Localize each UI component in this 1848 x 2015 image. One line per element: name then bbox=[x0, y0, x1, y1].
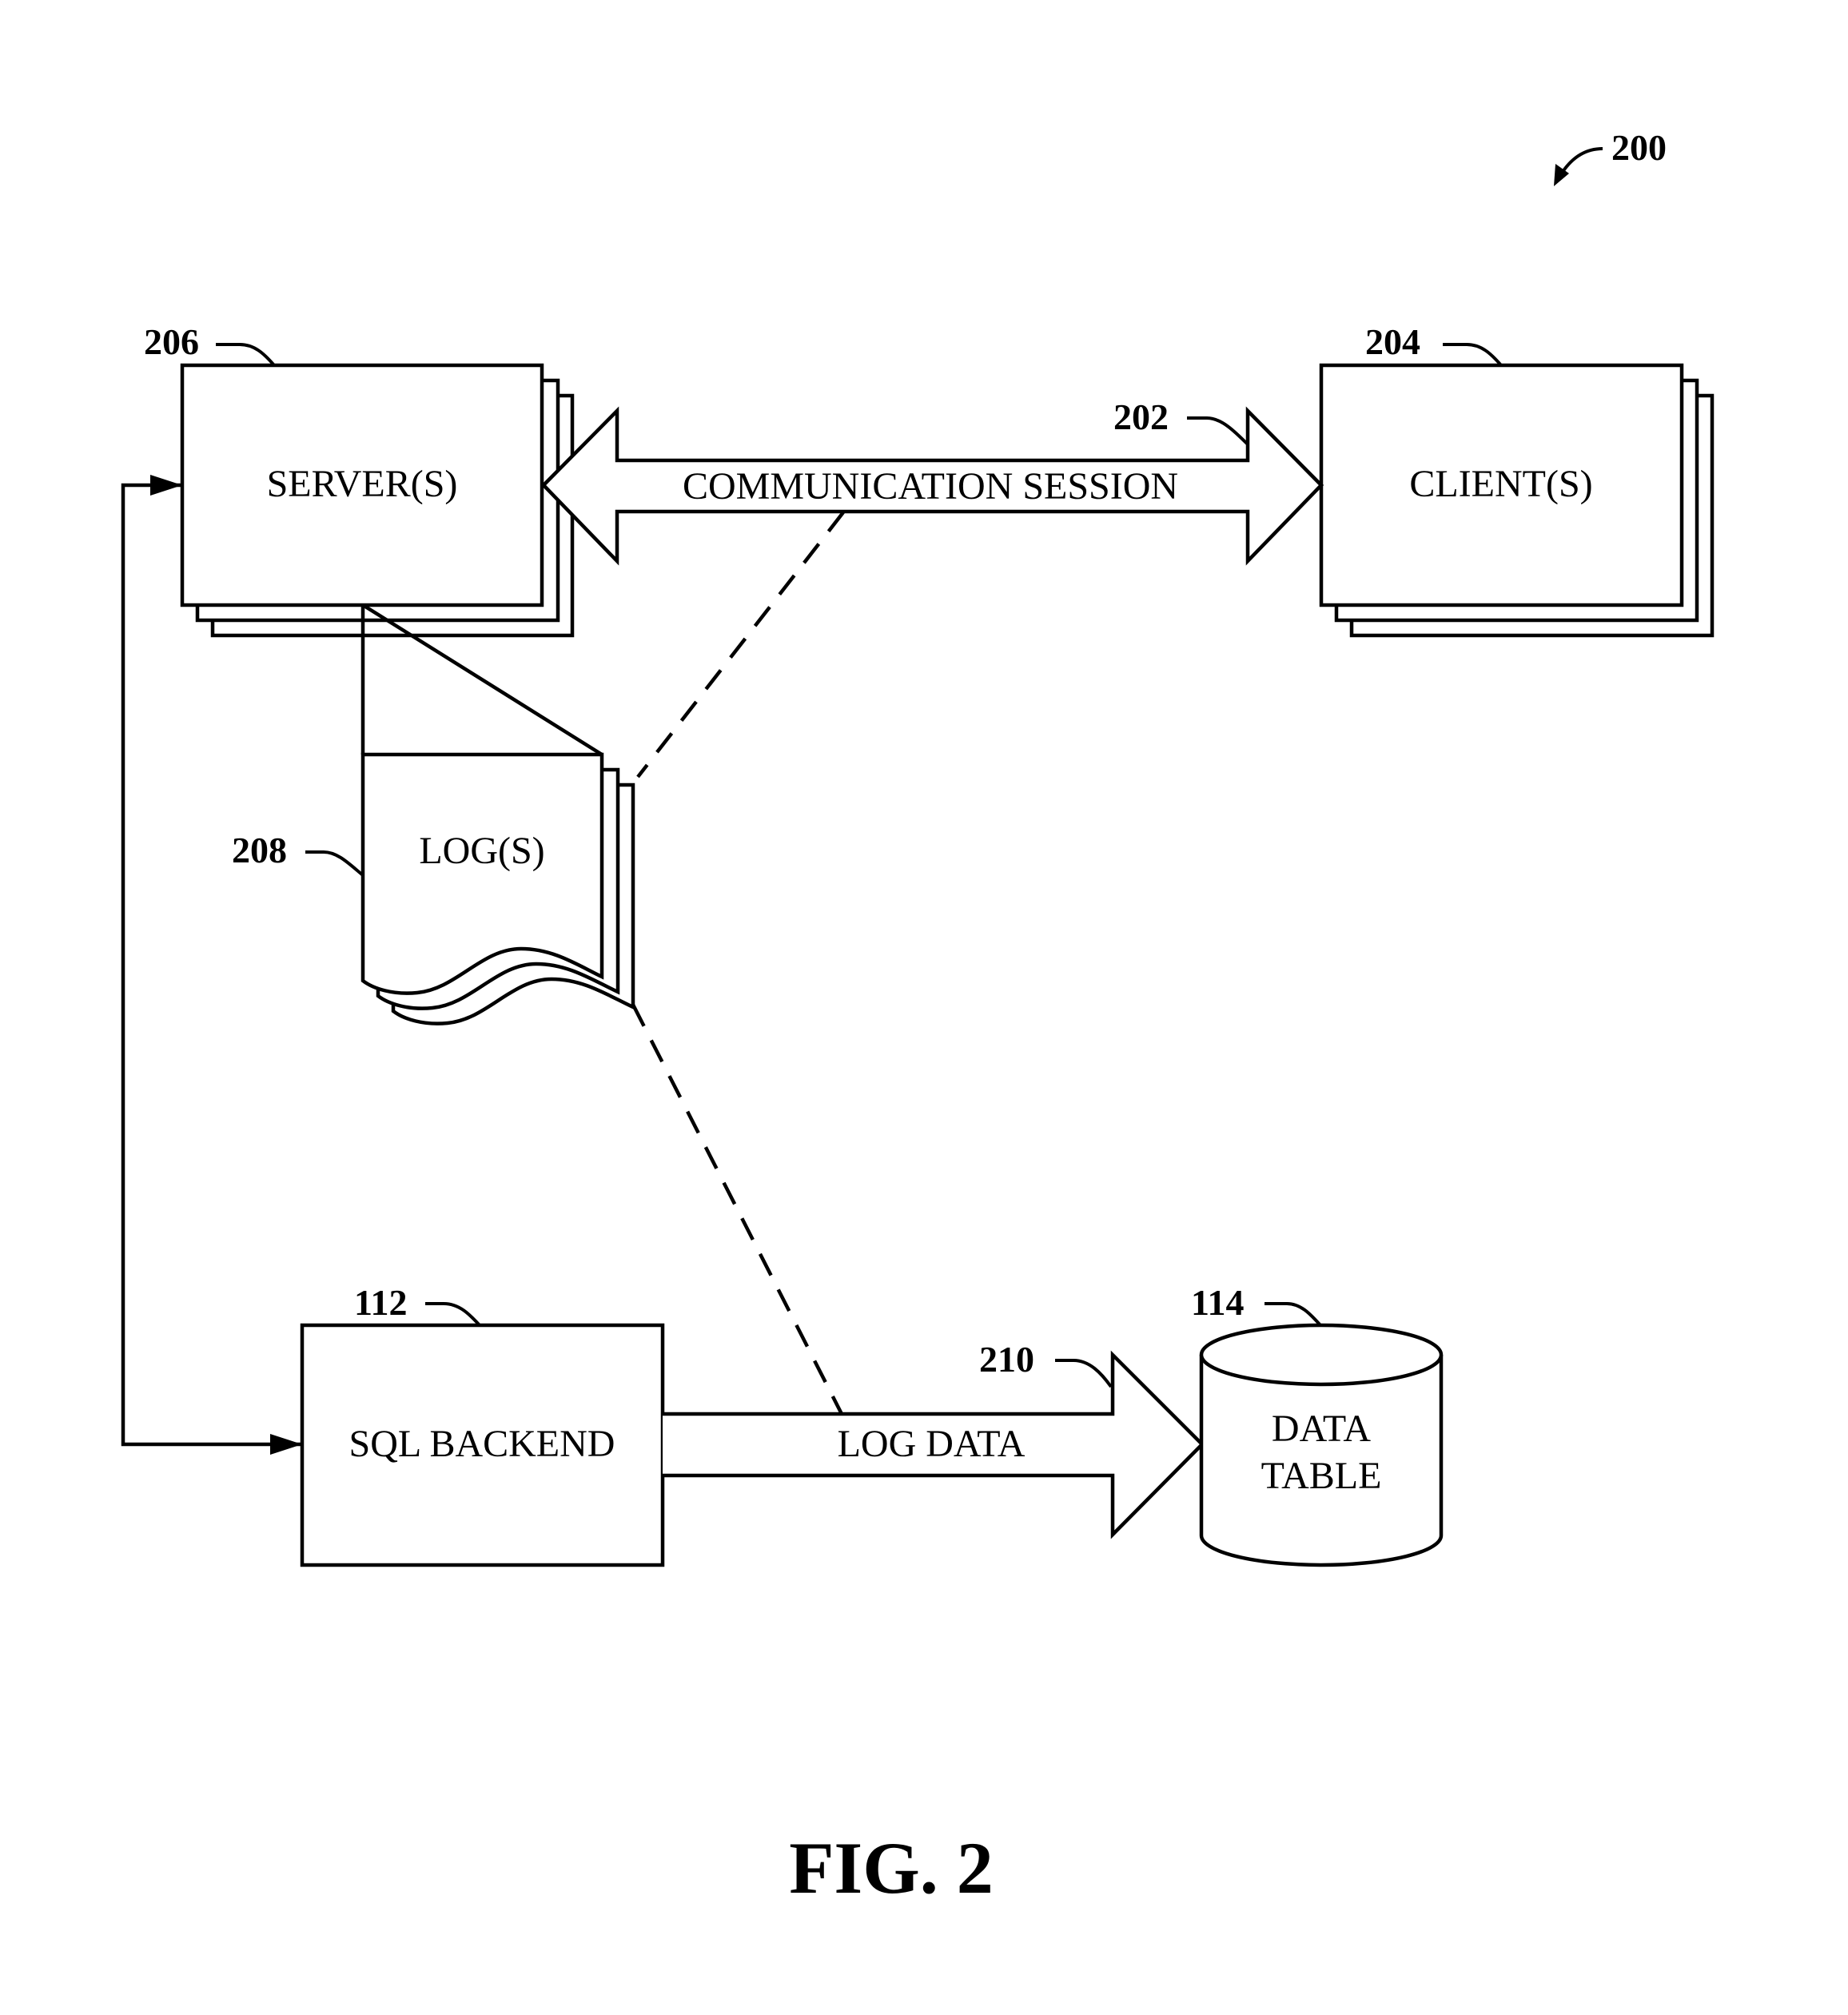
figure-ref-label: 200 bbox=[1611, 127, 1667, 168]
servers-ref-leader bbox=[216, 344, 274, 365]
data-table-label-line1: DATA bbox=[1272, 1408, 1371, 1450]
log-data-ref-label: 210 bbox=[979, 1339, 1034, 1380]
data-table-ref-label: 114 bbox=[1191, 1282, 1244, 1323]
data-table-ref: 114 bbox=[1191, 1282, 1320, 1325]
communication-session-ref: 202 bbox=[1113, 396, 1248, 444]
figure-ref-arrow bbox=[1563, 149, 1603, 172]
communication-session-ref-label: 202 bbox=[1113, 396, 1169, 437]
logs-ref-leader bbox=[305, 852, 363, 875]
log-document bbox=[363, 755, 602, 994]
servers-label: SERVER(S) bbox=[267, 463, 458, 505]
data-table-top bbox=[1201, 1325, 1441, 1384]
sql-backend-ref-leader bbox=[425, 1304, 480, 1325]
log-data-ref: 210 bbox=[979, 1339, 1111, 1387]
sql-backend-label: SQL BACKEND bbox=[349, 1423, 615, 1465]
figure-caption: FIG. 2 bbox=[789, 1827, 994, 1909]
log-data-ref-leader bbox=[1055, 1360, 1111, 1387]
servers-node[interactable]: SERVER(S) bbox=[182, 365, 572, 635]
dashed-link-session-to-log bbox=[638, 512, 843, 777]
logs-ref-label: 208 bbox=[232, 830, 287, 870]
sql-backend-ref: 112 bbox=[354, 1282, 480, 1325]
servers-ref: 206 bbox=[144, 321, 274, 365]
log-data-label: LOG DATA bbox=[838, 1423, 1026, 1465]
communication-session-ref-leader bbox=[1187, 418, 1248, 444]
arrowhead-to-sql-icon bbox=[270, 1434, 302, 1455]
logs-node[interactable]: LOG(S) bbox=[363, 755, 633, 1024]
clients-node[interactable]: CLIENT(S) bbox=[1321, 365, 1712, 635]
data-table-label-line2: TABLE bbox=[1261, 1455, 1382, 1497]
clients-label: CLIENT(S) bbox=[1409, 463, 1592, 505]
data-table-node[interactable]: DATA TABLE bbox=[1201, 1325, 1441, 1565]
clients-ref: 204 bbox=[1365, 321, 1501, 365]
servers-ref-label: 206 bbox=[144, 321, 199, 362]
figure-ref-200: 200 bbox=[1554, 127, 1667, 186]
clients-ref-leader bbox=[1443, 344, 1501, 365]
data-table-ref-leader bbox=[1265, 1304, 1320, 1325]
logs-label: LOG(S) bbox=[419, 830, 544, 872]
logs-ref: 208 bbox=[232, 830, 363, 875]
arrowhead-to-server-icon bbox=[150, 475, 182, 496]
log-data-arrow[interactable]: LOG DATA bbox=[663, 1355, 1202, 1535]
sql-backend-ref-label: 112 bbox=[354, 1282, 407, 1323]
sql-backend-node[interactable]: SQL BACKEND bbox=[302, 1325, 663, 1565]
communication-session-label: COMMUNICATION SESSION bbox=[683, 465, 1178, 508]
communication-session-arrow[interactable]: COMMUNICATION SESSION bbox=[544, 411, 1321, 561]
clients-ref-label: 204 bbox=[1365, 321, 1420, 362]
